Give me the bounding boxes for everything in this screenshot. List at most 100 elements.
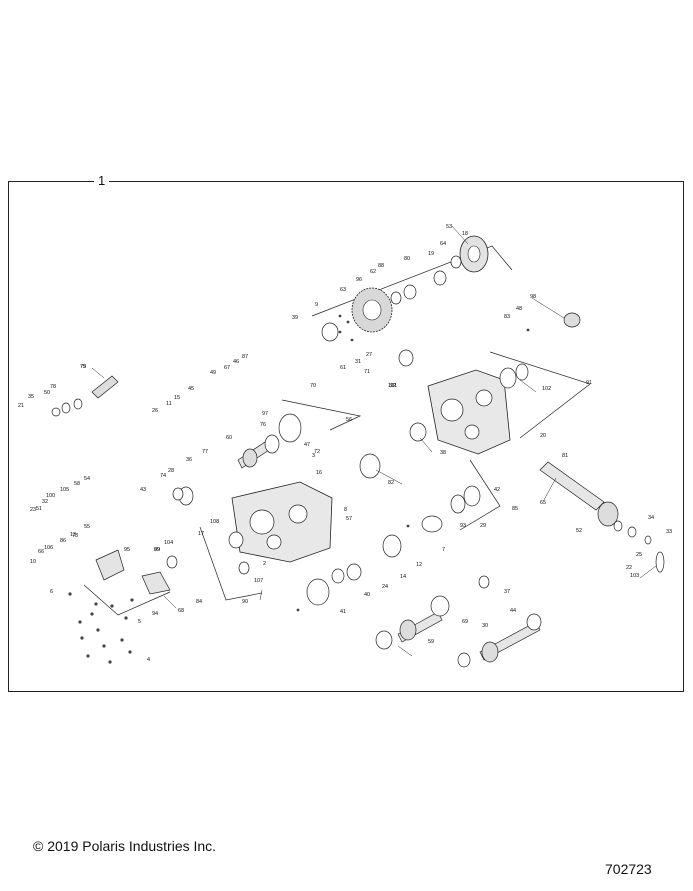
- rings-and-bearings: [51, 255, 665, 668]
- callout: 61: [340, 365, 346, 371]
- callout: 55: [84, 524, 90, 530]
- callout: 50: [44, 390, 50, 396]
- callout: 72: [314, 449, 320, 455]
- callout: 7: [442, 547, 445, 553]
- callout: 92: [390, 383, 396, 389]
- callout: 12: [416, 562, 422, 568]
- callout: 99: [154, 547, 160, 553]
- callout: 108: [210, 519, 219, 525]
- callout: 81: [562, 453, 568, 459]
- callout: 52: [576, 528, 582, 534]
- callout: 4: [147, 657, 150, 663]
- bracket-91: [489, 351, 591, 439]
- case-half-left: [231, 481, 333, 563]
- callout: 82: [388, 480, 394, 486]
- callout: 105: [60, 487, 69, 493]
- callout: 32: [42, 499, 48, 505]
- callout: 31: [355, 359, 361, 365]
- callout: 16: [316, 470, 322, 476]
- callout: 17: [198, 531, 204, 537]
- callout: 106: [44, 545, 53, 551]
- callout: 88: [378, 263, 384, 269]
- callout: 73: [72, 533, 78, 539]
- callout: 10: [30, 559, 36, 565]
- callout: 45: [188, 386, 194, 392]
- callout: 89: [154, 547, 160, 553]
- callout: 19: [428, 251, 434, 257]
- callout: 36: [186, 457, 192, 463]
- callout: 83: [504, 314, 510, 320]
- callout: 94: [152, 611, 158, 617]
- callout: 42: [494, 487, 500, 493]
- case-half-right: [427, 369, 511, 455]
- callout: 90: [242, 599, 248, 605]
- callout: 80: [404, 256, 410, 262]
- callout: 15: [174, 395, 180, 401]
- callout: 57: [346, 516, 352, 522]
- callout: 33: [666, 529, 672, 535]
- callout: 66: [38, 549, 44, 555]
- callout: 24: [382, 584, 388, 590]
- callout: 5: [138, 619, 141, 625]
- bracket-85: [459, 459, 501, 531]
- housing-cover-53: [459, 235, 489, 273]
- callout: 101: [388, 383, 397, 389]
- callout-leaders: [91, 225, 657, 657]
- callout: 87: [242, 354, 248, 360]
- callout: 18: [462, 231, 468, 237]
- callout: 74: [160, 473, 166, 479]
- callout: 41: [340, 609, 346, 615]
- callout: 2: [263, 561, 266, 567]
- fasteners: [68, 314, 530, 664]
- callout: 27: [366, 352, 372, 358]
- callout: 54: [84, 476, 90, 482]
- callout: 96: [356, 277, 362, 283]
- callout: 49: [210, 370, 216, 376]
- ring-gear-63: [351, 287, 393, 333]
- callout: 59: [428, 639, 434, 645]
- cylinder-79: [91, 375, 119, 399]
- callout-numbers: 2 3 4 5 6 7 8 9 10 11 12 13 14 15 16 17 …: [18, 224, 672, 663]
- drawing-number: 702723: [605, 861, 652, 877]
- callout: 76: [260, 422, 266, 428]
- callout: 93: [460, 523, 466, 529]
- callout: 65: [540, 500, 546, 506]
- callout: 98: [530, 294, 536, 300]
- callout: 3: [312, 453, 315, 459]
- shaft-30: [479, 621, 541, 663]
- callout: 107: [254, 578, 263, 584]
- callout: 62: [370, 269, 376, 275]
- callout: 23: [30, 507, 36, 513]
- callout: 44: [510, 608, 516, 614]
- bracket-56: [281, 399, 362, 431]
- assembly-frame: [8, 181, 684, 692]
- callout: 9: [315, 302, 318, 308]
- callout: 68: [178, 608, 184, 614]
- callout: 85: [512, 506, 518, 512]
- callout: 40: [364, 592, 370, 598]
- callout: 28: [168, 468, 174, 474]
- bracket-68: [83, 584, 171, 616]
- callout: 6: [50, 589, 53, 595]
- callout: 58: [74, 481, 80, 487]
- callout: 14: [400, 574, 406, 580]
- callout: 13: [70, 532, 76, 538]
- group-brackets: [83, 245, 591, 616]
- callout: 11: [166, 401, 172, 407]
- callout: 25: [636, 552, 642, 558]
- callout: 103: [630, 573, 639, 579]
- callout: 47: [304, 442, 310, 448]
- callout: 37: [504, 589, 510, 595]
- callout: 102: [542, 386, 551, 392]
- callout: 71: [364, 369, 370, 375]
- callout: 48: [516, 306, 522, 312]
- sensor-98: [563, 312, 581, 328]
- callout: 20: [540, 433, 546, 439]
- shaft-59: [397, 611, 443, 643]
- callout: 46: [233, 359, 239, 365]
- callout: 60: [226, 435, 232, 441]
- callout: 43: [140, 487, 146, 493]
- callout: 97: [262, 411, 268, 417]
- callout: 67: [224, 365, 230, 371]
